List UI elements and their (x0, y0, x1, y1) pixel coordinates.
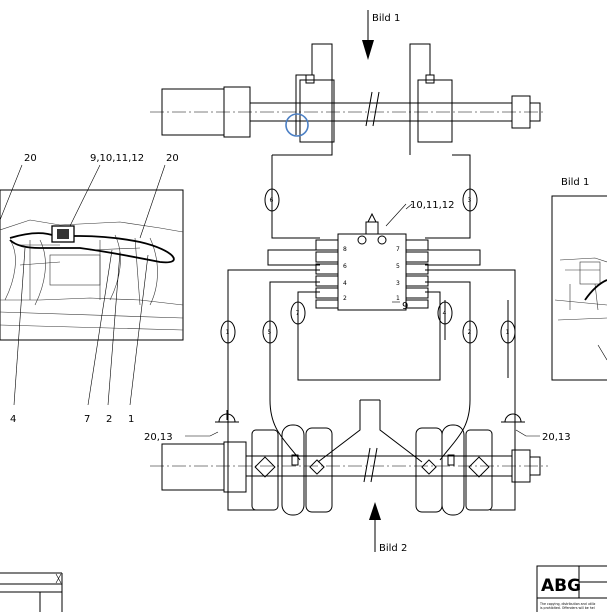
valve-port-3: 3 (396, 280, 400, 287)
hose-marker-7: 7 (290, 300, 306, 340)
left-detail-bottom-label-4: 1 (128, 414, 134, 425)
fitting-left (185, 410, 239, 437)
bottom-axle-assembly (150, 424, 548, 516)
fitting-callout-right: 20,13 (542, 432, 571, 443)
svg-text:7: 7 (296, 310, 300, 317)
copyright-line-1: The copying, distribution and utiliz (539, 602, 596, 606)
left-detail-bottom-label-1: 4 (10, 414, 16, 425)
highlight-circle (285, 113, 309, 137)
svg-text:6: 6 (270, 197, 274, 204)
valve-port-6: 6 (343, 263, 347, 270)
valve-block (315, 203, 429, 311)
hose-marker-5: 5 (262, 300, 278, 395)
right-detail-view (551, 195, 607, 381)
view-arrow-bottom (369, 502, 381, 552)
hose-marker-4: 4 (437, 300, 453, 340)
svg-text:5: 5 (268, 329, 272, 336)
svg-text:1: 1 (506, 329, 510, 336)
valve-port-2: 2 (343, 295, 347, 302)
abg-logo: ABG (541, 576, 581, 596)
left-detail-view (0, 164, 184, 406)
left-detail-top-label-1: 20 (24, 153, 37, 164)
view-label-top: Bild 1 (372, 13, 400, 24)
left-detail-bottom-label-2: 7 (84, 414, 90, 425)
left-detail-top-label-3: 20 (166, 153, 179, 164)
view-label-bottom: Bild 2 (379, 543, 407, 554)
copyright-line-2: is prohibited. Offenders will be hel (540, 606, 595, 610)
hose-marker-1-left: 1 (220, 300, 236, 378)
valve-port-5: 5 (396, 263, 400, 270)
hose-marker-3: 3 (462, 174, 478, 230)
svg-text:3: 3 (468, 197, 472, 204)
left-detail-bottom-label-3: 2 (106, 414, 112, 425)
svg-text:1: 1 (226, 329, 230, 336)
hose-marker-6: 6 (264, 174, 280, 230)
fitting-right (501, 410, 540, 437)
hose-marker-1-right: 1 (500, 300, 516, 378)
svg-text:4: 4 (443, 310, 447, 317)
svg-text:2: 2 (468, 329, 472, 336)
title-block (536, 565, 607, 612)
valve-block-label: 9 (402, 301, 408, 312)
valve-port-7: 7 (396, 246, 400, 253)
valve-block-callout: 10,11,12 (410, 200, 455, 211)
revision-table-fragment (0, 572, 63, 612)
top-axle-assembly (150, 43, 545, 170)
fitting-callout-left: 20,13 (144, 432, 173, 443)
valve-port-8: 8 (343, 246, 347, 253)
view-arrow-top (362, 10, 374, 60)
left-detail-top-label-2: 9,10,11,12 (90, 153, 144, 164)
view-label-right-detail: Bild 1 (561, 177, 589, 188)
hose-marker-2: 2 (462, 300, 478, 395)
valve-port-4: 4 (343, 280, 347, 287)
valve-port-1: 1 (396, 295, 400, 302)
